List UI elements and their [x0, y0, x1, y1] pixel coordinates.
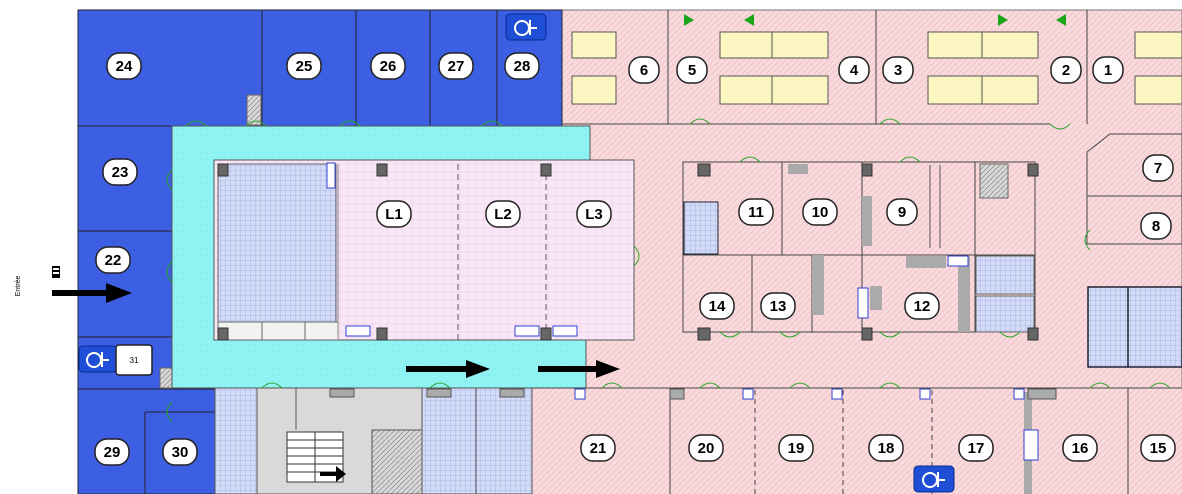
- room-label-4: 4: [838, 56, 870, 84]
- room-number: 14: [709, 298, 726, 315]
- room-number: L1: [385, 206, 403, 223]
- room-label-7: 7: [1142, 154, 1174, 182]
- room-number: 26: [380, 58, 397, 75]
- room-label-5: 5: [676, 56, 708, 84]
- room-number: 17: [968, 440, 985, 457]
- room-label-l1: L1: [376, 200, 412, 228]
- room-label-29: 29: [94, 438, 130, 466]
- room-label-1: 1: [1092, 56, 1124, 84]
- column: [246, 94, 262, 126]
- room-number: 31: [130, 356, 139, 365]
- room-label-10: 10: [802, 198, 838, 226]
- room-number: L2: [494, 206, 512, 223]
- room-label-19: 19: [778, 434, 814, 462]
- room-number: L3: [585, 206, 603, 223]
- room-number: 21: [590, 440, 607, 457]
- room-number: 20: [698, 440, 715, 457]
- room-number: 25: [296, 58, 313, 75]
- room-label-l3: L3: [576, 200, 612, 228]
- room-label-9: 9: [886, 198, 918, 226]
- room-label-24: 24: [106, 52, 142, 80]
- room-number: 11: [748, 204, 764, 221]
- room-number: 28: [514, 58, 531, 75]
- room-number: 4: [850, 62, 859, 79]
- room-label-17: 17: [958, 434, 994, 462]
- room-number: 6: [640, 62, 648, 79]
- entrance-arrow-icon: [52, 283, 132, 303]
- room-number: 19: [788, 440, 805, 457]
- room-label-31: 31: [115, 344, 153, 376]
- room-label-14: 14: [699, 292, 735, 320]
- room-number: 1: [1104, 62, 1112, 79]
- room-label-22: 22: [95, 246, 131, 274]
- room-number: 7: [1154, 160, 1162, 177]
- room-label-11: 11: [738, 198, 774, 226]
- room-label-28: 28: [504, 52, 540, 80]
- arrow-right-icon: [406, 360, 620, 378]
- column: [159, 367, 173, 389]
- room-label-25: 25: [286, 52, 322, 80]
- room-label-30: 30: [162, 438, 198, 466]
- room-number: 30: [172, 444, 189, 461]
- room-label-23: 23: [102, 158, 138, 186]
- room-number: 22: [105, 252, 122, 269]
- room-label-8: 8: [1140, 212, 1172, 240]
- room-number: 2: [1062, 62, 1070, 79]
- room-number: 16: [1072, 440, 1089, 457]
- room-number: 5: [688, 62, 696, 79]
- room-label-6: 6: [628, 56, 660, 84]
- entrance-label: Entrée: [15, 276, 22, 297]
- room-label-27: 27: [438, 52, 474, 80]
- room-label-15: 15: [1140, 434, 1176, 462]
- room-number: 10: [812, 204, 829, 221]
- arrow-right-icon: [320, 466, 346, 482]
- room-label-18: 18: [868, 434, 904, 462]
- room-label-20: 20: [688, 434, 724, 462]
- room-label-12: 12: [904, 292, 940, 320]
- room-number: 3: [894, 62, 902, 79]
- room-number: 15: [1150, 440, 1167, 457]
- room-number: 18: [878, 440, 895, 457]
- room-label-l2: L2: [485, 200, 521, 228]
- room-label-13: 13: [760, 292, 796, 320]
- room-label-21: 21: [580, 434, 616, 462]
- room-number: 12: [914, 298, 931, 315]
- wheelchair-wc-icon: [505, 13, 547, 41]
- room-number: 13: [770, 298, 787, 315]
- top-offices: [562, 10, 1088, 125]
- room-number: 9: [898, 204, 906, 221]
- desks: [571, 31, 1182, 105]
- wheelchair-wc-icon: [913, 465, 955, 493]
- entrance: Entrée: [15, 266, 132, 303]
- room-label-26: 26: [370, 52, 406, 80]
- room-number: 24: [116, 58, 133, 75]
- room-number: 27: [448, 58, 465, 75]
- room-label-2: 2: [1050, 56, 1082, 84]
- room-number: 23: [112, 164, 129, 181]
- room-label-3: 3: [882, 56, 914, 84]
- green-arrow-icon: [670, 14, 1080, 26]
- wheelchair-wc-icon: [78, 345, 118, 373]
- lab-grid: [217, 163, 337, 323]
- room-number: 8: [1152, 218, 1160, 235]
- room-number: 29: [104, 444, 121, 461]
- room-label-16: 16: [1062, 434, 1098, 462]
